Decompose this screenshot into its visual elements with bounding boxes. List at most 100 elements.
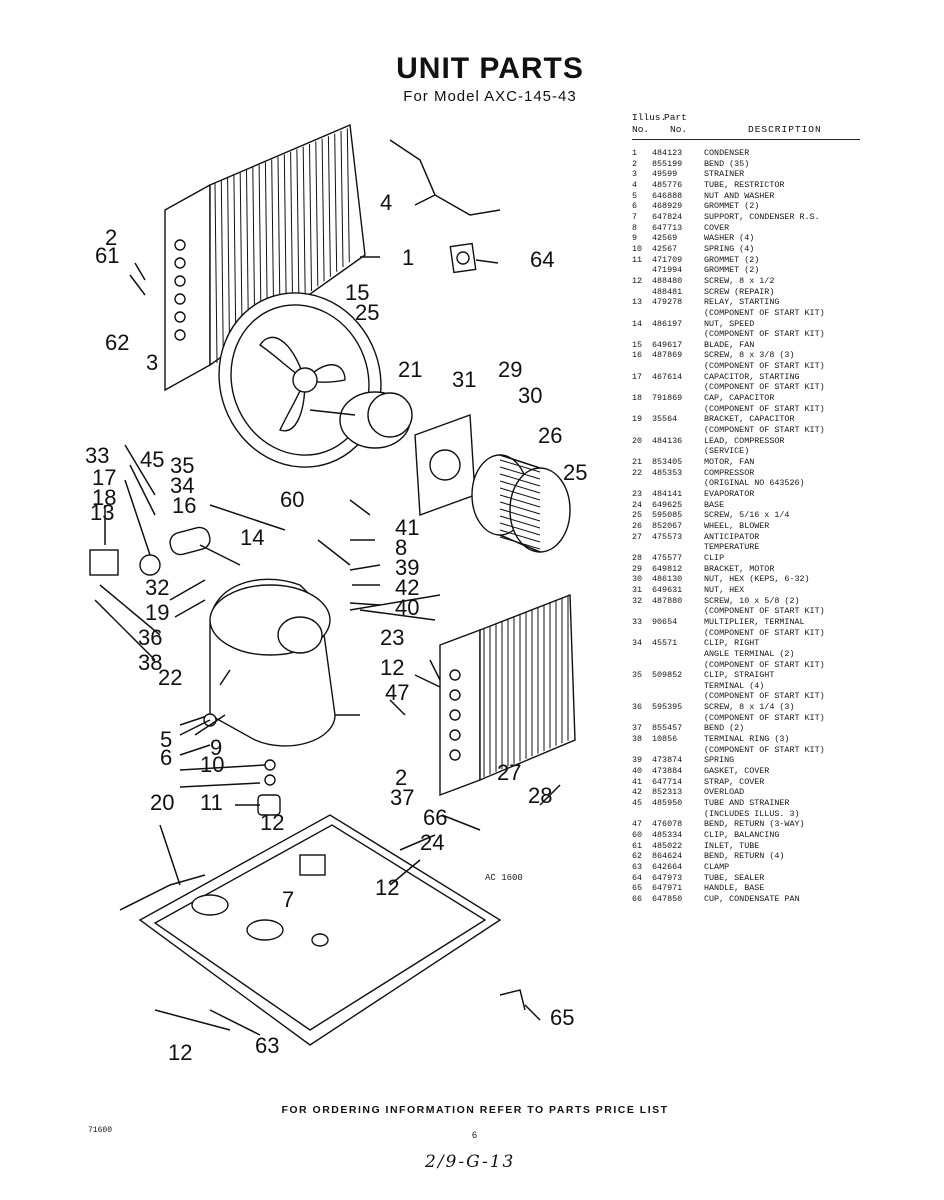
part-number: 471709 [652, 254, 683, 265]
part-description: ANGLE TERMINAL (2) [704, 648, 795, 659]
callout-label: 32 [145, 575, 169, 600]
description-header: DESCRIPTION [748, 124, 822, 135]
part-number: 484136 [652, 435, 683, 446]
fan-motor-drawing [309, 391, 413, 449]
illus-number [632, 542, 652, 553]
part-description: BEND, RETURN (4) [704, 851, 785, 862]
illus-number: 31 [632, 584, 643, 595]
part-number: 476078 [652, 819, 683, 830]
illus-number [632, 361, 652, 372]
part-description: (COMPONENT OF START KIT) [704, 425, 825, 436]
parts-table-row: (COMPONENT OF START KIT) [632, 308, 867, 319]
part-number: 475573 [652, 531, 683, 542]
part-description: SCREW, 8 x 1/2 [704, 275, 775, 286]
parts-table-row: (COMPONENT OF START KIT) [632, 691, 867, 702]
illus-number [632, 809, 652, 820]
illus-number [632, 308, 652, 319]
part-number: 647971 [652, 883, 683, 894]
illus-number: 2 [632, 158, 638, 169]
part-number [652, 649, 704, 660]
illus-number: 62 [632, 851, 643, 862]
part-description: COVER [704, 222, 730, 233]
model-subtitle: For Model AXC-145-43 [403, 88, 577, 105]
page-number: 6 [472, 1130, 478, 1140]
illus-number [632, 425, 652, 436]
drawing-number-label: AC 1600 [485, 873, 523, 883]
part-description: NUT, HEX [704, 584, 745, 595]
illus-number: 1 [632, 148, 638, 158]
part-description: (COMPONENT OF START KIT) [704, 307, 825, 318]
illus-number: 10 [632, 243, 643, 254]
part-number [652, 628, 704, 639]
part-description: (COMPONENT OF START KIT) [704, 361, 825, 372]
part-description: SCREW (REPAIR) [704, 286, 775, 297]
illus-number: 7 [632, 211, 638, 222]
illus-number [632, 404, 652, 415]
callout-label: 12 [380, 655, 404, 680]
part-description: INLET, TUBE [704, 840, 760, 851]
callout-label: 25 [355, 300, 379, 325]
part-number [652, 713, 704, 724]
part-description: (COMPONENT OF START KIT) [704, 606, 825, 617]
callout-label: 3 [146, 350, 158, 375]
part-number: 49599 [652, 169, 678, 180]
illus-number: 25 [632, 510, 643, 521]
parts-table-row: (COMPONENT OF START KIT) [632, 361, 867, 372]
handwritten-note: 2/9-G-13 [425, 1152, 516, 1172]
part-number: 473884 [652, 766, 683, 777]
part-description: CLAMP [704, 861, 730, 872]
callout-label: 19 [145, 600, 169, 625]
part-number: 90654 [652, 616, 678, 627]
part-description: COMPRESSOR [704, 467, 755, 478]
part-description: NUT, HEX (KEPS, 6-32) [704, 574, 810, 585]
part-description: GASKET, COVER [704, 766, 770, 777]
illus-number [632, 713, 652, 724]
part-description: HANDLE, BASE [704, 883, 765, 894]
part-number [652, 691, 704, 702]
illus-number: 47 [632, 819, 643, 830]
illus-number: 12 [632, 275, 643, 286]
illus-number: 32 [632, 595, 643, 606]
part-number: 473874 [652, 755, 683, 766]
illus-number: 8 [632, 222, 638, 233]
part-number: 10856 [652, 734, 678, 745]
callout-label: 42 [395, 575, 419, 600]
parts-table-row: (INCLUDES ILLUS. 3) [632, 809, 867, 820]
illus-number: 66 [632, 893, 643, 904]
part-number: 852067 [652, 520, 683, 531]
part-number [652, 382, 704, 393]
part-description: (COMPONENT OF START KIT) [704, 691, 825, 702]
part-number [652, 446, 704, 457]
part-number [652, 478, 704, 489]
part-number: 853405 [652, 457, 683, 468]
callout-label: 41 [395, 515, 419, 540]
illus-number: 19 [632, 414, 643, 425]
callout-label: 12 [168, 1040, 192, 1065]
part-number: 595395 [652, 702, 683, 713]
part-description: CLIP [704, 552, 725, 563]
part-number: 42569 [652, 233, 678, 244]
part-description: CAPACITOR, STARTING [704, 371, 800, 382]
illus-number: 11 [632, 254, 643, 265]
part-number: 484141 [652, 489, 683, 499]
illus-number: 64 [632, 872, 643, 883]
illus-header-top: Illus. [632, 112, 667, 123]
callout-label: 26 [538, 423, 562, 448]
part-number: 649617 [652, 339, 683, 350]
evaporator-coil-drawing [439, 593, 576, 797]
callout-label: 4 [380, 190, 392, 215]
part-description: SCREW, 5/16 x 1/4 [704, 510, 790, 521]
callout-label: 12 [375, 875, 399, 900]
compressor-drawing [179, 578, 360, 747]
part-number: 646888 [652, 190, 683, 201]
parts-table-row: TERMINAL (4) [632, 681, 867, 692]
